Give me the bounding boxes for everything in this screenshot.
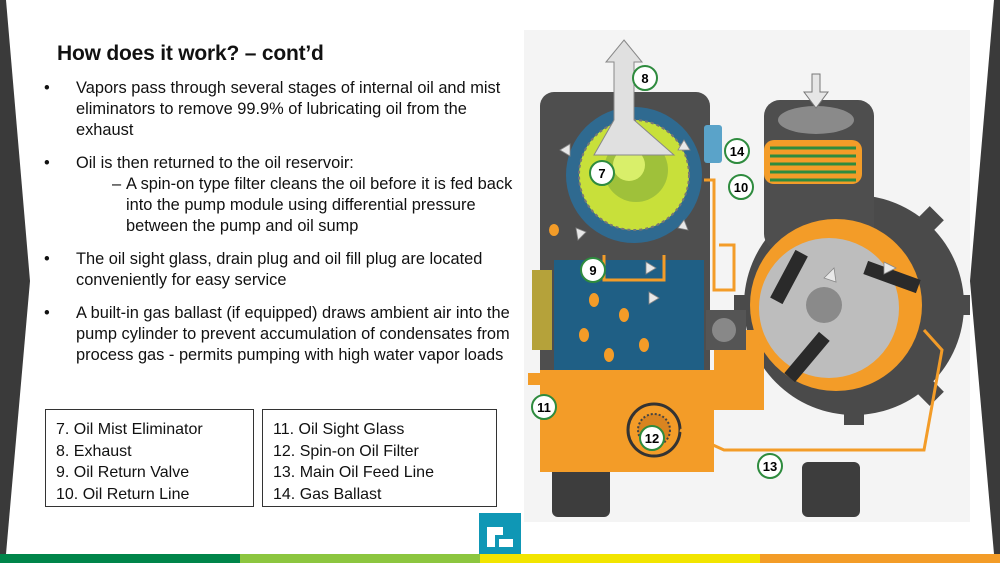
callout-10: 10 bbox=[728, 174, 754, 200]
svg-text:9: 9 bbox=[589, 263, 596, 278]
bullet-marker: • bbox=[44, 79, 50, 97]
callout-8: 8 bbox=[632, 65, 658, 91]
bullet-item: • A built-in gas ballast (if equipped) d… bbox=[44, 303, 514, 366]
legend-item: 11. Oil Sight Glass bbox=[273, 421, 405, 438]
oil-return-line bbox=[704, 178, 736, 292]
footer-color-stripe bbox=[0, 554, 1000, 563]
exhaust-arrow bbox=[593, 39, 676, 156]
rotor-chamber bbox=[750, 219, 922, 391]
legend-item: 9. Oil Return Valve bbox=[56, 464, 190, 481]
legend-item: 14. Gas Ballast bbox=[273, 485, 382, 503]
pump-foot-right bbox=[802, 462, 860, 517]
bullet-marker: • bbox=[44, 304, 50, 322]
bullet-marker: • bbox=[44, 250, 50, 268]
svg-text:8: 8 bbox=[641, 71, 648, 86]
legend-box-right: 11. Oil Sight Glass 12. Spin-on Oil Filt… bbox=[262, 409, 497, 507]
svg-text:7: 7 bbox=[598, 166, 605, 181]
callout-11: 11 bbox=[531, 394, 557, 420]
callout-13: 13 bbox=[757, 453, 783, 479]
legend-item: 13. Main Oil Feed Line bbox=[273, 464, 434, 481]
footer-stripe-yellow bbox=[480, 554, 760, 563]
sub-bullet-text: A spin-on type filter cleans the oil bef… bbox=[126, 175, 513, 235]
bullet-item: • Vapors pass through several stages of … bbox=[44, 78, 514, 141]
mist-chamber bbox=[554, 260, 704, 380]
callout-9: 9 bbox=[580, 257, 606, 283]
legend-item: 10. Oil Return Line bbox=[56, 485, 190, 503]
bullet-text: Oil is then returned to the oil reservoi… bbox=[76, 154, 354, 172]
sub-bullet-marker: – bbox=[112, 175, 122, 193]
pump-foot-left bbox=[552, 462, 610, 517]
legend-item: 12. Spin-on Oil Filter bbox=[273, 442, 419, 460]
svg-text:10: 10 bbox=[734, 180, 748, 195]
oil-sight-glass bbox=[532, 270, 552, 350]
bullet-item: • The oil sight glass, drain plug and oi… bbox=[44, 249, 514, 291]
callout-7: 7 bbox=[589, 160, 615, 186]
legend-box-left: 7. Oil Mist Eliminator 8. Exhaust 9. Oil… bbox=[45, 409, 254, 507]
bullet-text: A built-in gas ballast (if equipped) dra… bbox=[76, 304, 510, 364]
bullet-text: The oil sight glass, drain plug and oil … bbox=[76, 250, 483, 289]
company-logo-icon bbox=[479, 513, 521, 555]
slide-title: How does it work? – cont’d bbox=[57, 42, 324, 65]
left-edge-wedge bbox=[0, 0, 30, 554]
main-oil-feed-line bbox=[679, 328, 944, 452]
legend-item: 8. Exhaust bbox=[56, 442, 132, 460]
vacuum-pump-diagram: 7 8 9 10 11 12 13 14 bbox=[524, 30, 970, 522]
svg-text:14: 14 bbox=[730, 144, 745, 159]
gas-ballast-cylinder bbox=[704, 125, 722, 163]
bullet-item: • Oil is then returned to the oil reserv… bbox=[44, 153, 514, 237]
footer-stripe-green bbox=[0, 554, 240, 563]
callout-14: 14 bbox=[724, 138, 750, 164]
callout-12: 12 bbox=[639, 425, 665, 451]
bullet-marker: • bbox=[44, 154, 50, 172]
flow-arrows bbox=[559, 139, 897, 305]
footer-stripe-orange bbox=[760, 554, 1000, 563]
bullet-text: Vapors pass through several stages of in… bbox=[76, 79, 501, 139]
svg-text:12: 12 bbox=[645, 431, 659, 446]
bullet-list: • Vapors pass through several stages of … bbox=[44, 78, 514, 378]
oil-sump bbox=[540, 370, 714, 472]
footer-stripe-lime bbox=[240, 554, 480, 563]
svg-text:11: 11 bbox=[537, 400, 551, 415]
legend-item: 7. Oil Mist Eliminator bbox=[56, 421, 203, 438]
svg-text:13: 13 bbox=[763, 459, 777, 474]
right-edge-wedge bbox=[970, 0, 1000, 554]
sub-bullet-item: – A spin-on type filter cleans the oil b… bbox=[76, 174, 514, 237]
